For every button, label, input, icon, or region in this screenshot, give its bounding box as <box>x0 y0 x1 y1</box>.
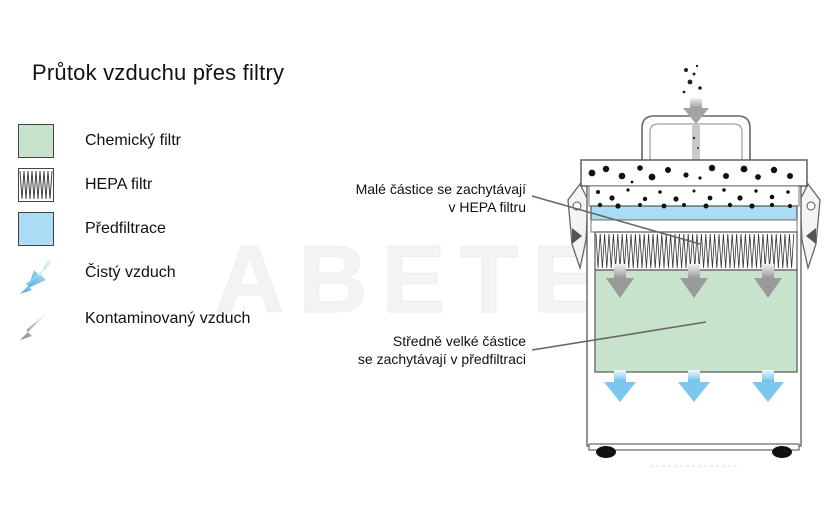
hepa-leader-line <box>531 195 701 245</box>
legend-item-clean-air: Čistý vzduch <box>18 258 318 296</box>
particle-chamber <box>588 185 800 207</box>
hepa-callout-line-2: v HEPA filtru <box>448 199 526 215</box>
inlet-plate <box>580 159 808 187</box>
side-clamp-right <box>799 182 821 271</box>
side-clamp-left <box>567 182 589 271</box>
legend-label: HEPA filtr <box>85 176 153 193</box>
carry-handle <box>641 115 751 160</box>
prefilter-swatch <box>18 212 54 246</box>
legend-item-prefilter: Předfiltrace <box>18 212 318 250</box>
prefilter-leader-line <box>531 321 707 351</box>
legend-item-contaminated-air: Kontaminovaný vzduch <box>18 304 318 342</box>
hepa-callout: Malé částice se zachytávají v HEPA filtr… <box>300 180 526 216</box>
internal-air-arrows <box>606 264 782 298</box>
hepa-callout-line-1: Malé částice se zachytávají <box>355 181 526 197</box>
wheel-right <box>772 446 792 458</box>
prefilter-callout-line-2: se zachytávají v předfiltraci <box>357 351 526 367</box>
legend-item-chemical-filter: Chemický filtr <box>18 124 318 162</box>
incoming-air-arrow-icon <box>682 64 709 160</box>
clean-air-output-arrows <box>604 370 784 402</box>
hepa-filter-swatch <box>18 168 54 202</box>
legend-item-hepa-filter: HEPA filtr <box>18 168 318 206</box>
prefilter-layer <box>590 205 798 221</box>
unit-housing <box>586 185 802 447</box>
prefilter-callout: Středně velké částice se zachytávají v p… <box>296 332 526 368</box>
large-particles <box>588 164 793 184</box>
chemical-filter-layer <box>594 269 798 373</box>
wheel-left <box>596 446 616 458</box>
legend-label: Čistý vzduch <box>85 264 176 281</box>
legend-label: Kontaminovaný vzduch <box>85 310 251 327</box>
prefilter-callout-line-1: Středně velké částice <box>392 333 526 349</box>
legend-label: Chemický filtr <box>85 132 182 149</box>
unit-base <box>588 443 800 451</box>
chemical-filter-swatch <box>18 124 54 158</box>
legend-label: Předfiltrace <box>85 220 166 237</box>
hepa-pleats <box>595 233 795 269</box>
diagram-title: Průtok vzduchu přes filtry <box>32 60 285 85</box>
hepa-filter-layer <box>594 231 798 271</box>
clean-air-arrow-icon <box>20 260 52 294</box>
contaminated-air-arrow-icon <box>20 310 50 340</box>
